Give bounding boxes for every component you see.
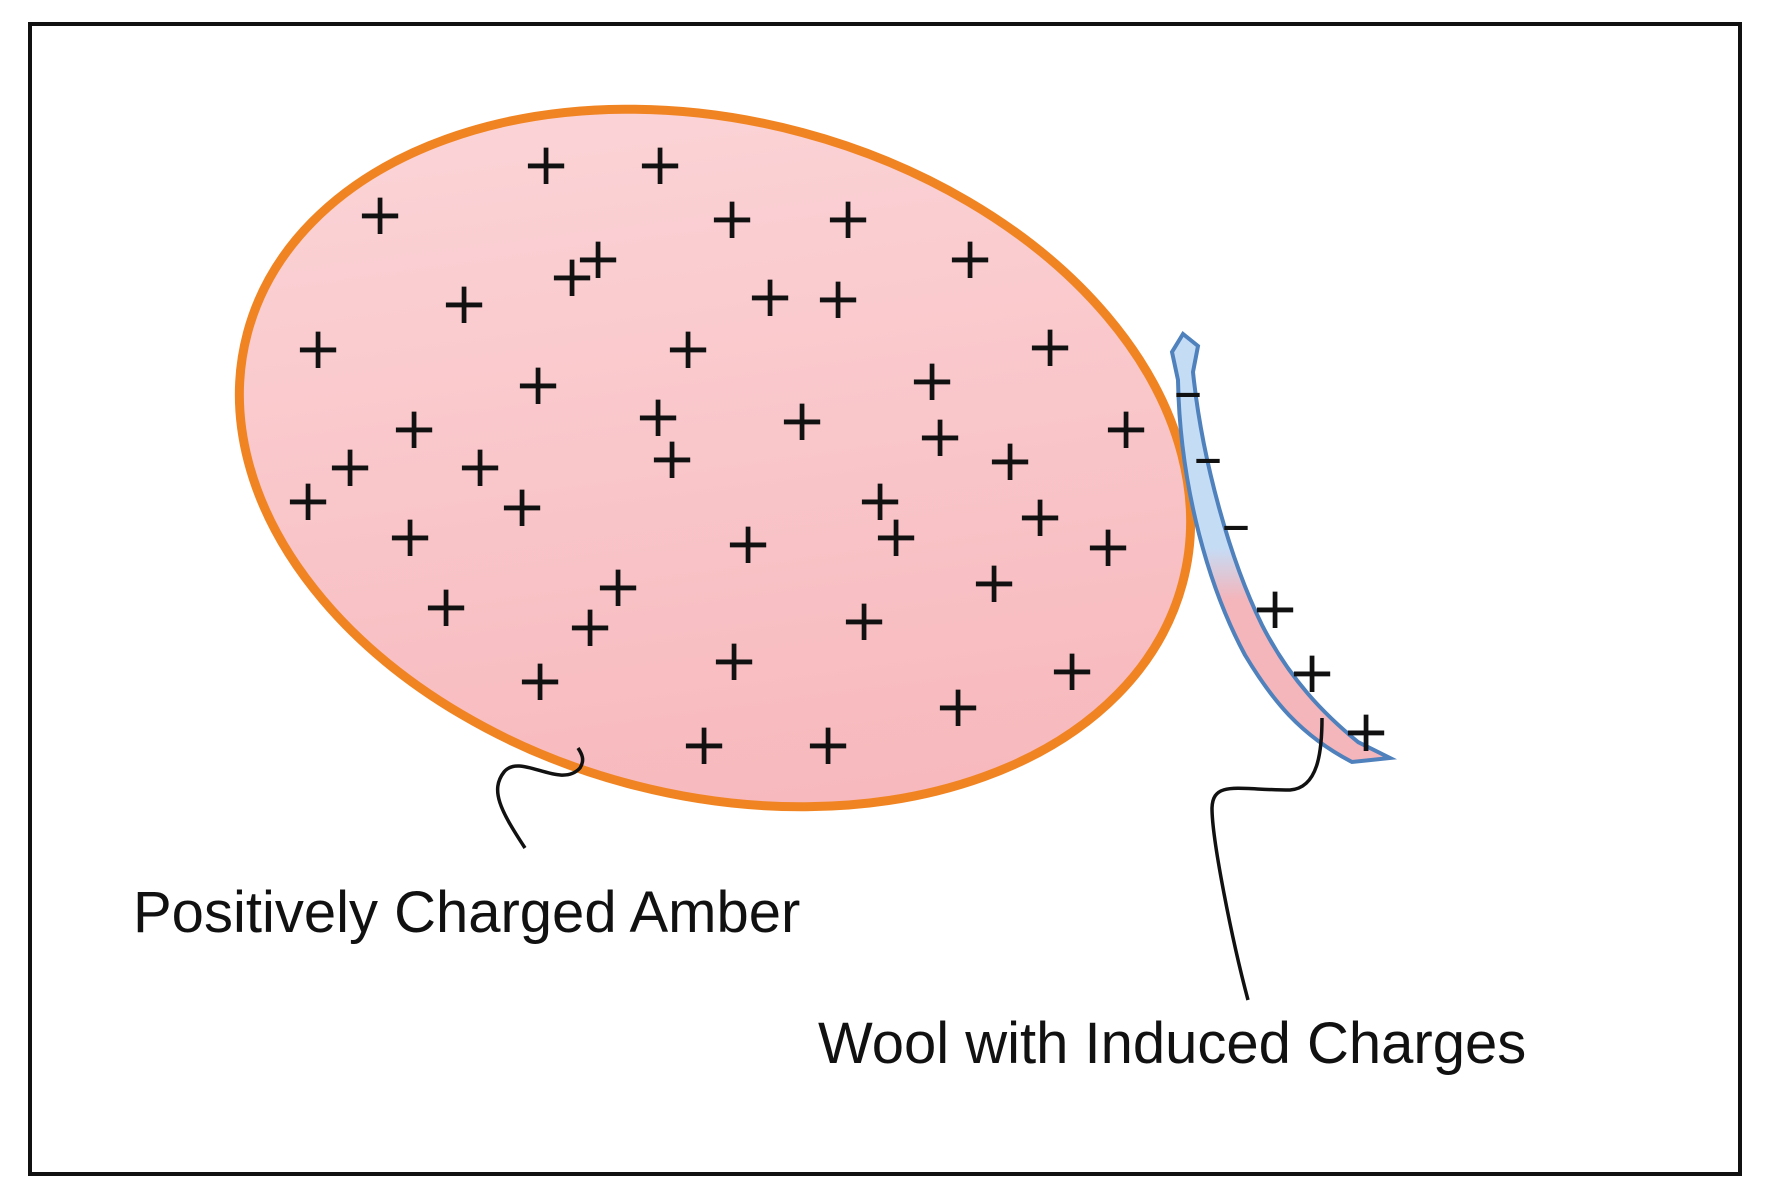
- positive-charge-mark: +: [422, 572, 471, 640]
- positive-charge-mark: +: [634, 382, 683, 450]
- figure-frame: [28, 22, 1742, 1176]
- positive-charge-mark: +: [856, 466, 905, 534]
- positive-charge-mark: +: [514, 350, 563, 418]
- positive-charge-mark: +: [386, 502, 435, 570]
- positive-charge-mark: +: [824, 184, 873, 252]
- positive-charge-mark: +: [778, 386, 827, 454]
- positive-charge-mark: +: [934, 672, 983, 740]
- positive-charge-mark: +: [356, 180, 405, 248]
- negative-charge-mark: –: [1222, 490, 1251, 558]
- positive-charge-mark: +: [284, 466, 333, 534]
- positive-charge-mark: +: [804, 710, 853, 778]
- positive-charge-mark: +: [522, 130, 571, 198]
- wool-label: Wool with Induced Charges: [818, 1011, 1526, 1076]
- positive-charge-mark: +: [516, 646, 565, 714]
- wool-charges: –––+++: [1174, 357, 1391, 765]
- positive-charge-mark: +: [680, 710, 729, 778]
- amber-charges: ++++++++++++++++++++++++++++++++++++++++…: [284, 130, 1151, 778]
- positive-charge-mark: +: [326, 432, 375, 500]
- amber-body: [234, 104, 1196, 812]
- positive-charge-mark: +: [708, 184, 757, 252]
- positive-charge-mark: +: [594, 552, 643, 620]
- positive-charge-mark: +: [746, 262, 795, 330]
- positive-charge-mark: +: [970, 548, 1019, 616]
- positive-charge-mark: +: [872, 502, 921, 570]
- positive-charge-mark: +: [1251, 574, 1300, 642]
- positive-charge-mark: +: [294, 314, 343, 382]
- positive-charge-mark: +: [710, 626, 759, 694]
- positive-charge-mark: +: [1102, 394, 1151, 462]
- amber-label: Positively Charged Amber: [133, 880, 800, 945]
- positive-charge-mark: +: [574, 224, 623, 292]
- positive-charge-mark: +: [648, 424, 697, 492]
- positive-charge-mark: +: [946, 224, 995, 292]
- positive-charge-mark: +: [840, 586, 889, 654]
- negative-charge-mark: –: [1174, 357, 1203, 425]
- positive-charge-mark: +: [814, 264, 863, 332]
- positive-charge-mark: +: [390, 394, 439, 462]
- positive-charge-mark: +: [664, 314, 713, 382]
- positive-charge-mark: +: [908, 346, 957, 414]
- positive-charge-mark: +: [724, 509, 773, 577]
- positive-charge-mark: +: [1048, 636, 1097, 704]
- positive-charge-mark: +: [1016, 482, 1065, 550]
- amber-leader-line: [495, 747, 585, 849]
- negative-charge-mark: –: [1194, 423, 1223, 491]
- positive-charge-mark: +: [636, 130, 685, 198]
- positive-charge-mark: +: [1288, 638, 1337, 706]
- positive-charge-mark: +: [548, 242, 597, 310]
- positive-charge-mark: +: [498, 472, 547, 540]
- wool-strip: [1169, 331, 1398, 765]
- positive-charge-mark: +: [1084, 512, 1133, 580]
- positive-charge-mark: +: [566, 592, 615, 660]
- positive-charge-mark: +: [1342, 697, 1391, 765]
- positive-charge-mark: +: [1026, 312, 1075, 380]
- positive-charge-mark: +: [440, 269, 489, 337]
- positive-charge-mark: +: [456, 432, 505, 500]
- positive-charge-mark: +: [916, 402, 965, 470]
- positive-charge-mark: +: [986, 426, 1035, 494]
- wool-leader-line: [1210, 717, 1324, 1001]
